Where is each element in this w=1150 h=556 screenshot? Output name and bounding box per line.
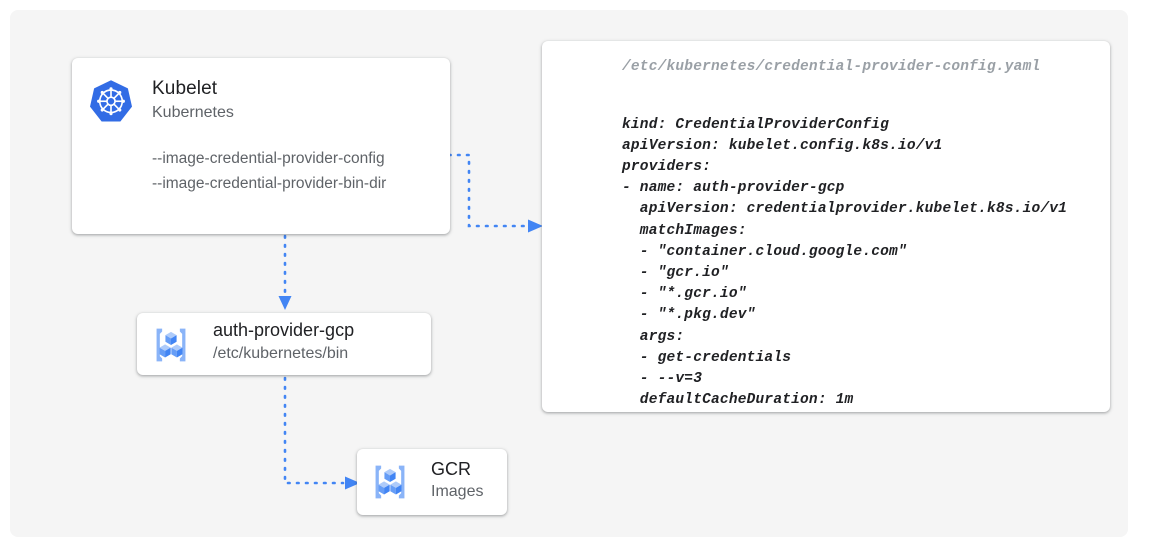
container-registry-cubes-icon xyxy=(375,465,405,499)
cube-bottom-left xyxy=(159,344,171,358)
cube-bottom-left xyxy=(378,481,390,495)
kubelet-flag-bin-dir: --image-credential-provider-bin-dir xyxy=(152,175,387,192)
gcr-title: GCR xyxy=(431,459,471,479)
auth-provider-subtitle: /etc/kubernetes/bin xyxy=(213,345,349,362)
cube-bottom-right xyxy=(171,344,183,358)
credential-provider-config-card[interactable]: /etc/kubernetes/credential-provider-conf… xyxy=(542,41,1110,412)
kubelet-node-card[interactable]: Kubelet Kubernetes --image-credential-pr… xyxy=(72,58,450,234)
cube-bottom-right xyxy=(390,481,402,495)
yaml-file-path: /etc/kubernetes/credential-provider-conf… xyxy=(622,59,1041,75)
kubelet-subtitle: Kubernetes xyxy=(152,104,234,121)
gcr-subtitle: Images xyxy=(431,483,484,500)
kubelet-flag-list: --image-credential-provider-config --ima… xyxy=(152,146,386,196)
kubernetes-helm-wheel-icon xyxy=(90,80,132,122)
kubelet-flag-config: --image-credential-provider-config xyxy=(152,150,385,167)
cube-top xyxy=(165,331,177,345)
container-registry-cubes-icon xyxy=(156,328,186,362)
auth-provider-gcp-node-card[interactable]: auth-provider-gcp /etc/kubernetes/bin xyxy=(137,313,431,375)
kubelet-title: Kubelet xyxy=(152,78,218,99)
cube-top xyxy=(384,468,396,482)
gcr-node-card[interactable]: GCR Images xyxy=(357,449,507,515)
auth-provider-title: auth-provider-gcp xyxy=(213,320,355,340)
yaml-content: kind: CredentialProviderConfig apiVersio… xyxy=(622,116,1068,409)
